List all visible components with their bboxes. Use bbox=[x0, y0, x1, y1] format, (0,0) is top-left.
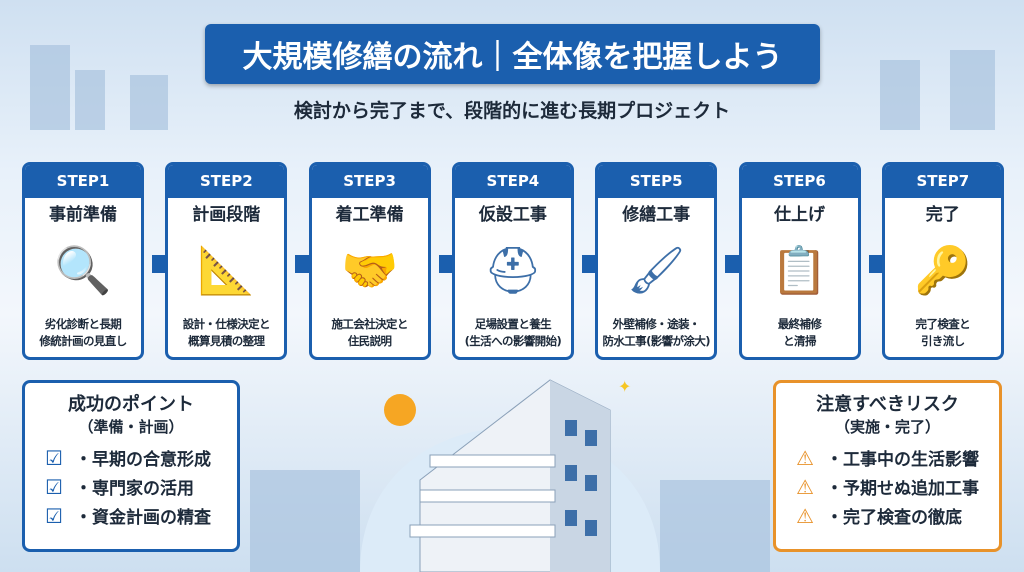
step-description-line: 完了検査と bbox=[915, 317, 971, 331]
success-item: ☑ ・資金計画の精査 bbox=[25, 501, 237, 530]
step-description-line: 施工会社決定と bbox=[331, 317, 408, 331]
page-title: 大規模修繕の流れ｜全体像を把握しよう bbox=[205, 24, 820, 84]
handshake-meeting-icon: 🤝 bbox=[340, 243, 399, 297]
step-description-line: 概算見積の整理 bbox=[188, 334, 265, 348]
building-magnifier-icon: 🔍 bbox=[54, 243, 112, 297]
step-description-line: (生活への影響開始) bbox=[464, 334, 562, 348]
risk-item: ⚠ ・完了検査の徹底 bbox=[776, 501, 999, 530]
warning-icon: ⚠ bbox=[796, 474, 814, 499]
skyline-building bbox=[880, 60, 920, 130]
risks-subtitle: （実施・完了） bbox=[834, 418, 940, 436]
step-card: STEP7 完了 🔑 完了検査と引き流し bbox=[881, 162, 1004, 360]
checkbox-icon: ☑ bbox=[45, 503, 63, 528]
keys-certificate-icon: 🔑 bbox=[914, 243, 972, 297]
skyline-building bbox=[250, 470, 360, 572]
success-title: 成功のポイント bbox=[68, 394, 194, 415]
step-description: 設計・仕様決定と概算見積の整理 bbox=[168, 316, 284, 350]
step-label: STEP1 bbox=[25, 165, 141, 198]
skyline-building bbox=[660, 480, 770, 572]
blueprint-calculator-icon: 📐 bbox=[197, 243, 255, 297]
step-description-line: 防水工事(影響が涂大) bbox=[602, 334, 710, 348]
step-description-line: と清掃 bbox=[783, 334, 816, 348]
success-item: ☑ ・専門家の活用 bbox=[25, 472, 237, 501]
risk-item: ⚠ ・予期せぬ追加工事 bbox=[776, 472, 999, 501]
checkbox-icon: ☑ bbox=[45, 445, 63, 470]
step-label: STEP7 bbox=[884, 165, 1001, 198]
checklist-brush-icon: 📋 bbox=[770, 243, 829, 297]
risks-title: 注意すべきリスク bbox=[816, 394, 959, 415]
svg-text:✦: ✦ bbox=[618, 377, 631, 396]
skyline-building bbox=[75, 70, 105, 130]
success-item-label: ・資金計画の精査 bbox=[75, 508, 211, 528]
step-name: 完了 bbox=[925, 205, 960, 225]
step-label: STEP4 bbox=[454, 165, 571, 198]
step-name: 仕上げ bbox=[774, 205, 825, 225]
step-description-line: 引き流し bbox=[920, 334, 965, 348]
sun-icon bbox=[384, 394, 416, 426]
step-name: 修繕工事 bbox=[622, 205, 691, 225]
step-description-line: 外壁補修・途装・ bbox=[612, 317, 701, 331]
risk-item-label: ・予期せぬ追加工事 bbox=[826, 479, 979, 499]
risks-panel: 注意すべきリスク （実施・完了） ⚠ ・工事中の生活影響 ⚠ ・予期せぬ追加工事 ⚠… bbox=[773, 380, 1002, 552]
roller-trowel-icon: 🖌 bbox=[626, 243, 686, 297]
step-description-line: 設計・仕様決定と bbox=[182, 317, 271, 331]
step-label: STEP2 bbox=[168, 165, 285, 198]
success-subtitle: （準備・計画） bbox=[78, 418, 184, 436]
success-item-label: ・専門家の活用 bbox=[75, 479, 194, 499]
step-description-line: 修統計画の見直し bbox=[39, 334, 127, 348]
risk-item-label: ・工事中の生活影響 bbox=[826, 450, 979, 470]
step-label: STEP6 bbox=[741, 165, 858, 198]
skyline-building bbox=[130, 75, 168, 130]
step-card: STEP6 仕上げ 📋 最終補修と清掃 bbox=[738, 162, 861, 360]
step-card: STEP5 修繕工事 🖌 外壁補修・途装・防水工事(影響が涂大) bbox=[595, 162, 718, 360]
risk-item-label: ・完了検査の徹底 bbox=[826, 508, 962, 528]
skyline-building bbox=[30, 45, 70, 130]
step-description: 最終補修と清掃 bbox=[742, 316, 858, 350]
checkbox-icon: ☑ bbox=[45, 474, 63, 499]
apartment-building-illustration: ✦ bbox=[360, 377, 660, 572]
step-name: 着工準備 bbox=[335, 205, 404, 225]
step-label: STEP3 bbox=[311, 165, 428, 198]
step-description: 外壁補修・途装・防水工事(影響が涂大) bbox=[598, 316, 714, 350]
step-name: 仮設工事 bbox=[478, 205, 547, 225]
step-description: 足場設置と養生 (生活への影響開始) bbox=[455, 316, 571, 350]
step-name: 事前準備 bbox=[49, 205, 117, 225]
step-description: 劣化診断と長期修統計画の見直し bbox=[25, 316, 141, 350]
risk-item: ⚠ ・工事中の生活影響 bbox=[776, 443, 999, 472]
step-card: STEP1 事前準備 🔍 劣化診断と長期修統計画の見直し bbox=[22, 162, 144, 360]
success-points-panel: 成功のポイント （準備・計画） ☑ ・早期の合意形成 ☑ ・専門家の活用 ☑ ・資金計… bbox=[22, 380, 240, 552]
step-card: STEP4 仮設工事 ⛑ 足場設置と養生 (生活への影響開始) bbox=[451, 162, 574, 360]
step-card: STEP2 計画段階 📐 設計・仕様決定と概算見積の整理 bbox=[165, 162, 288, 360]
warning-icon: ⚠ bbox=[796, 503, 814, 528]
scaffold-helmet-icon: ⛑ bbox=[483, 243, 543, 297]
step-card: STEP3 着工準備 🤝 施工会社決定と住民説明 bbox=[308, 162, 431, 360]
step-description-line: 足場設置と養生 bbox=[474, 317, 552, 331]
warning-icon: ⚠ bbox=[796, 445, 814, 470]
success-item: ☑ ・早期の合意形成 bbox=[25, 443, 237, 472]
skyline-building bbox=[950, 50, 995, 130]
step-description-line: 住民説明 bbox=[347, 334, 392, 348]
step-description: 施工会社決定と住民説明 bbox=[312, 316, 428, 350]
step-description-line: 最終補修 bbox=[777, 317, 822, 331]
step-name: 計画段階 bbox=[192, 205, 261, 225]
step-description: 完了検査と引き流し bbox=[885, 316, 1001, 350]
success-item-label: ・早期の合意形成 bbox=[75, 450, 211, 470]
page-subtitle: 検討から完了まで、段階的に進む長期プロジェクト bbox=[293, 100, 731, 122]
step-label: STEP5 bbox=[598, 165, 715, 198]
step-description-line: 劣化診断と長期 bbox=[44, 317, 122, 331]
